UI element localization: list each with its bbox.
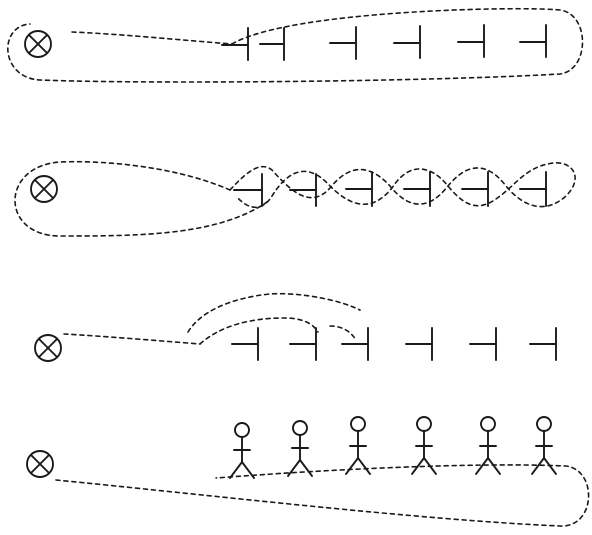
dashed-lead-line [63,333,201,345]
t-bar-icon [519,171,547,207]
t-bar-icon [221,27,249,61]
t-bar-icon [457,24,485,58]
circle-x-icon [26,450,54,478]
dashed-outer-loop [14,160,271,237]
panel-partial-arcs [34,292,557,362]
stick-figure-icon [345,416,371,475]
t-bar-icon [231,327,259,361]
panel-single-loop [7,7,584,83]
t-bar-icon [329,26,357,60]
t-bar-icon [345,171,373,207]
dashed-arc-upper [187,292,361,333]
circle-x-icon [30,175,58,203]
stick-figure-icon [475,416,501,475]
dashed-loop-path [55,464,590,527]
t-bar-icon [519,24,547,58]
t-bar-icon [289,173,317,207]
t-bar-icon [529,327,557,361]
dashed-braid-path [229,162,576,209]
circle-x-icon [34,334,62,362]
circle-x-icon [24,30,52,58]
t-bar-row [231,327,557,361]
stick-figure-icon [411,416,437,475]
panel-stick-figures [26,416,590,527]
t-bar-icon [393,25,421,59]
t-bar-icon [341,327,369,361]
t-bar-icon [461,171,489,207]
t-bar-row [233,171,547,207]
t-bar-icon [233,173,263,207]
stick-figure-icon [531,416,557,475]
t-bar-icon [289,327,317,361]
t-bar-icon [405,327,433,361]
dashed-loop-path [7,7,584,83]
t-bar-icon [259,27,285,61]
stick-figure-icon [287,420,313,477]
stick-figure-icon [229,422,255,479]
stick-figure-row [229,416,557,479]
t-bar-icon [469,327,497,361]
t-bar-icon [403,171,431,207]
panel-braided-loop [14,160,576,237]
dashed-arc-lower [199,317,319,345]
dashed-arc-tail [329,325,357,341]
t-bar-row [221,24,547,61]
